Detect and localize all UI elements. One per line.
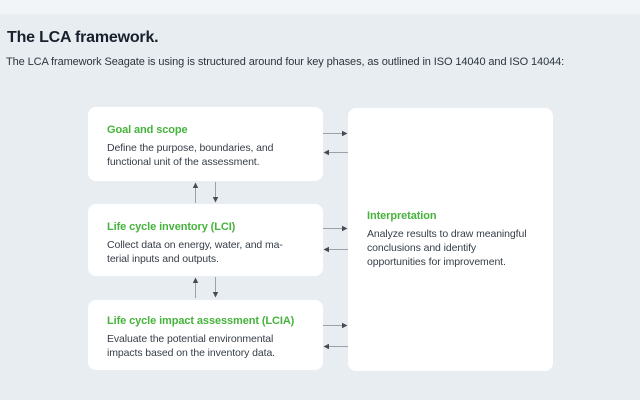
arrow-down-icon — [212, 182, 219, 203]
arrow-up-icon — [192, 277, 199, 298]
arrow-up-icon — [192, 182, 199, 203]
phase-title: Goal and scope — [107, 124, 188, 136]
phase-description-line: Evaluate the potential environmental — [107, 333, 274, 345]
phase-description-line: impacts based on the inventory data. — [107, 347, 276, 359]
phase-card-life-cycle-inventory: Life cycle inventory (LCI) Collect data … — [88, 204, 323, 276]
phase-description-line: Analyze results to draw meaningful — [367, 228, 527, 240]
phase-description-line: conclusions and identify — [367, 242, 477, 254]
page-subtitle: The LCA framework Seagate is using is st… — [6, 56, 565, 68]
phase-description-line: opportunities for improvement. — [367, 256, 506, 268]
top-strip — [0, 0, 640, 14]
page-title: The LCA framework. — [7, 29, 159, 46]
arrow-down-icon — [212, 277, 219, 298]
phase-card-life-cycle-impact-assessment: Life cycle impact assessment (LCIA) Eval… — [88, 300, 323, 370]
phase-description-line: Define the purpose, boundaries, and — [107, 142, 274, 154]
phase-description-line: terial inputs and outputs. — [107, 253, 219, 265]
phase-card-goal-and-scope: Goal and scope Define the purpose, bound… — [88, 107, 323, 181]
arrow-right-icon — [323, 322, 348, 329]
phase-title: Interpretation — [367, 210, 437, 222]
arrow-right-icon — [323, 225, 348, 232]
arrow-left-icon — [323, 246, 348, 253]
phase-title: Life cycle impact assessment (LCIA) — [107, 315, 295, 327]
phase-description-line: Collect data on energy, water, and ma- — [107, 239, 283, 251]
arrow-left-icon — [323, 343, 348, 350]
phase-title: Life cycle inventory (LCI) — [107, 221, 236, 233]
phase-description-line: functional unit of the assessment. — [107, 156, 260, 168]
phase-card-interpretation: Interpretation Analyze results to draw m… — [348, 108, 553, 371]
arrow-left-icon — [323, 149, 348, 156]
arrow-right-icon — [323, 130, 348, 137]
